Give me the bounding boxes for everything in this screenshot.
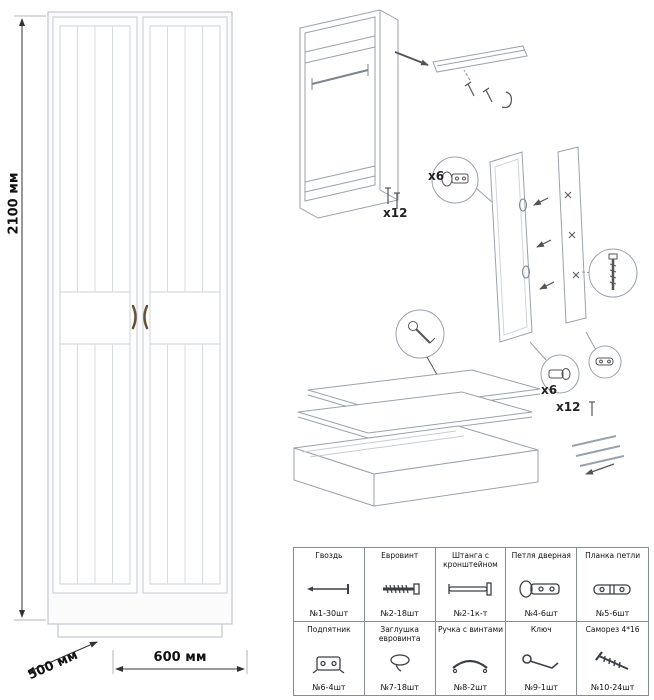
diagram-side-panel (557, 146, 593, 324)
qty-label-lower-screws: x12 (556, 400, 581, 414)
part-cell-euroscrew: Евровинт №2-18шт (364, 548, 436, 622)
part-qty: №5-6шт (595, 608, 630, 618)
part-cell-handle: Ручка с винтами №8-2шт (436, 621, 507, 695)
part-title: Саморез 4*16 (585, 624, 640, 634)
part-title: Планка петли (585, 551, 641, 560)
hinge-callout (431, 156, 493, 204)
part-cell-footpad: Подпятник №6-4шт (294, 621, 365, 695)
part-qty: №2-18шт (380, 608, 419, 618)
rail-screws (463, 69, 513, 109)
diagram-rail-detail (432, 45, 528, 73)
height-dimension-label: 2100 мм (6, 172, 22, 235)
part-title: Гвоздь (315, 551, 343, 560)
part-cell-key: Ключ №9-1шт (506, 621, 578, 695)
footpad-icon (304, 651, 354, 675)
part-qty: №4-6шт (524, 608, 558, 618)
qty-label-lower-hinges: x6 (541, 383, 558, 397)
nail-icon (304, 577, 354, 601)
part-cell-hinge-plate: Планка петли №5-6шт (577, 548, 648, 622)
lower-hinge-callouts (529, 331, 622, 416)
diagram-carcass (299, 9, 399, 219)
part-qty: №7-18шт (380, 683, 419, 692)
arrow-carcass-to-rail (394, 51, 429, 66)
door-screw-arrows (533, 197, 555, 290)
part-qty: №6-4шт (312, 683, 346, 692)
handle-icon (445, 651, 495, 675)
part-cell-nail: Гвоздь №1-30шт (294, 548, 365, 622)
part-title: Штанга с кронштейном (443, 551, 498, 569)
hinge-icon (516, 577, 566, 601)
part-qty: №10-24шт (590, 683, 635, 692)
part-title: Ключ (530, 624, 552, 634)
qty-label-top-screws: x12 (383, 206, 408, 220)
qty-label-door-hinges: x6 (428, 169, 445, 183)
euroscrew-callout (588, 248, 638, 298)
part-cell-cap: Заглушка евровинта №7-18шт (365, 621, 436, 695)
width-dimension-label: 600 мм (153, 650, 207, 665)
screw-icon (588, 651, 638, 675)
part-title: Петля дверная (511, 551, 571, 560)
part-qty: №9-1шт (524, 683, 558, 692)
base-strip-detail (571, 435, 625, 475)
part-qty: №8-2шт (453, 683, 488, 692)
carcass-screws (385, 187, 400, 209)
hook-icon (501, 91, 513, 109)
diagram-base (293, 369, 541, 507)
euroscrew-icon (375, 577, 425, 601)
part-qty: №2-1к-т (453, 608, 488, 618)
wardrobe-drawing (47, 11, 233, 638)
key-icon (516, 651, 566, 675)
cap-icon (375, 651, 425, 675)
part-cell-rod: Штанга с кронштейном №2-1к-т (435, 548, 507, 622)
part-cell-screw: Саморез 4*16 №10-24шт (577, 622, 648, 696)
part-title: Евровинт (381, 551, 419, 560)
part-cell-hinge: Петля дверная №4-6шт (506, 548, 578, 622)
diagram-door (489, 151, 533, 343)
part-title: Заглушка евровинта (378, 624, 421, 643)
part-qty: №1-30шт (309, 608, 349, 618)
door-handles (131, 304, 149, 330)
key-callout (395, 309, 449, 395)
dimension-arrows (14, 15, 248, 674)
rod-icon (445, 577, 495, 601)
parts-table: Гвоздь №1-30шт Евровинт №2-18ш (293, 547, 649, 696)
part-title: Ручка с винтами (437, 624, 504, 634)
hinge-plate-icon (588, 577, 638, 601)
part-title: Подпятник (307, 624, 351, 634)
